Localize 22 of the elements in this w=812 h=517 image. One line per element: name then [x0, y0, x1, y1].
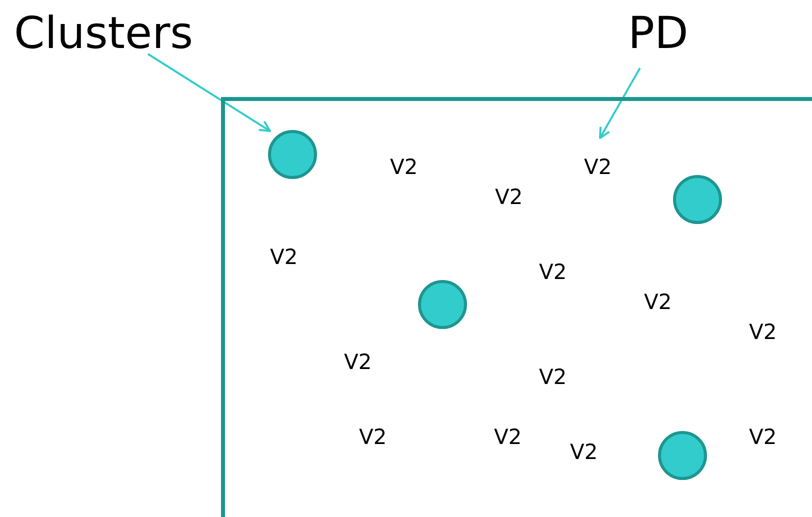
leader-line: [147, 53, 271, 132]
cluster-circle: [268, 130, 317, 179]
region-label: V2: [494, 426, 522, 448]
region-label: V2: [495, 186, 523, 208]
cluster-circle: [658, 431, 707, 480]
region-label: V2: [344, 352, 372, 372]
callout-label: PD: [628, 12, 688, 56]
region-label: V2: [539, 366, 567, 388]
region-label: V2: [270, 246, 298, 268]
region-label: V2: [570, 442, 598, 462]
region-label: V2: [539, 262, 567, 282]
cluster-circle: [418, 280, 467, 329]
region-label: V2: [644, 292, 672, 312]
callout-label: Clusters: [14, 12, 194, 56]
region-label: V2: [749, 322, 777, 342]
region-label: V2: [584, 156, 612, 178]
leader-line: [599, 68, 641, 139]
region-label: V2: [390, 156, 418, 178]
region-label: V2: [359, 426, 387, 448]
cluster-circle: [673, 175, 722, 224]
region-frame: [221, 97, 812, 517]
region-label: V2: [749, 426, 777, 448]
